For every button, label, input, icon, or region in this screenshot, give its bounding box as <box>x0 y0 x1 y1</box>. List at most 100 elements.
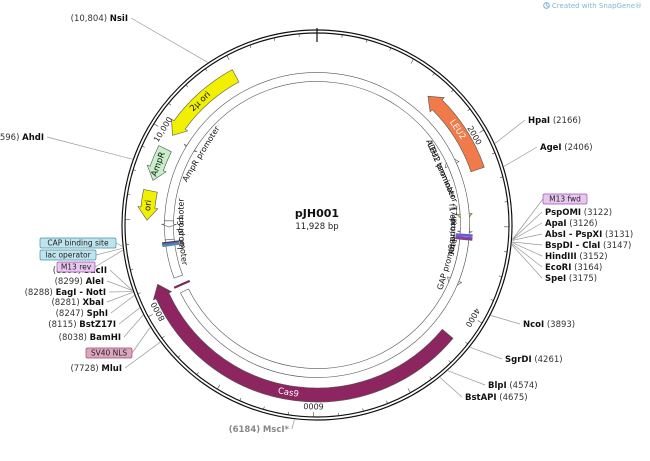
box-leader <box>512 198 544 240</box>
box-label: M13 rev <box>61 263 92 272</box>
site-xbai[interactable]: (8281) XbaI <box>51 291 134 308</box>
snapgene-watermark: Created with SnapGene® <box>543 2 642 10</box>
site-sphi[interactable]: (8247) SphI <box>56 295 135 319</box>
site-label: SpeI (3175) <box>545 274 597 284</box>
site-apai[interactable]: ApaI (3126) <box>512 219 598 241</box>
feature-arrow-adh1-terminator[interactable] <box>164 72 470 378</box>
site-bamhi[interactable]: (8038) BamHI <box>59 314 144 343</box>
site-alei[interactable]: (8299) AleI <box>55 277 133 291</box>
site-name: AgeI <box>540 143 562 153</box>
feature-arrow-leu2[interactable] <box>427 95 485 173</box>
site-leader <box>106 280 133 291</box>
site-name: MluI <box>101 364 122 374</box>
site-name: SacII <box>84 266 107 276</box>
box-leader <box>131 327 151 354</box>
site-label: EcoRI (3164) <box>545 263 602 273</box>
tick-label: 4000 <box>464 306 482 328</box>
box-frame <box>39 249 97 261</box>
site-ecori[interactable]: EcoRI (3164) <box>511 243 602 273</box>
site-blpi[interactable]: BlpI (4574) <box>447 370 538 391</box>
site-label: (8299) AleI <box>55 277 104 287</box>
mcs-mark <box>455 235 473 240</box>
mcs-mark <box>162 242 180 248</box>
site-label: (8115) BstZ17I <box>48 320 116 330</box>
site-mlui[interactable]: (7728) MluI <box>70 342 161 374</box>
site-hpai[interactable]: HpaI (2166) <box>494 116 581 144</box>
site-position: (3893) <box>547 320 575 330</box>
site-name: SphI <box>87 309 108 319</box>
box-label: SV40 NLS <box>91 349 128 358</box>
site-ahdi[interactable]: (9596) AhdI <box>0 133 133 160</box>
plasmid-size: 11,928 bp <box>295 222 338 232</box>
site-label: (8038) BamHI <box>59 333 121 343</box>
box-m13-fwd[interactable]: M13 fwd <box>512 193 588 240</box>
site-label: HindIII (3152) <box>545 252 608 262</box>
box-frame <box>56 261 96 273</box>
site-name: BamHI <box>90 333 121 343</box>
site-ncoi[interactable]: NcoI (3893) <box>490 315 575 330</box>
site-eagi-noti[interactable]: (8288) EagI - NotI <box>25 288 133 298</box>
site-name: XbaI <box>82 298 104 308</box>
site-name: BstAPI <box>465 393 497 403</box>
site-label: (8281) XbaI <box>51 298 104 308</box>
site-leader <box>490 315 521 325</box>
site-bstz17i[interactable]: (8115) BstZ17I <box>48 307 140 330</box>
site-leader <box>512 211 543 240</box>
site-name: NcoI <box>523 320 544 330</box>
site-position: (8247) <box>56 309 84 319</box>
feature-arrow-ori[interactable] <box>137 189 159 221</box>
tick <box>407 388 411 393</box>
site-position: (2166) <box>553 116 581 126</box>
site-position: (3175) <box>569 274 597 284</box>
box-sv40-nls[interactable]: SV40 NLS <box>85 327 151 359</box>
feature-label-cas9: Cas9 <box>277 386 299 399</box>
site-name: AbsI - PspXI <box>545 230 602 240</box>
feature-label-lac-promoter: lac promoter <box>176 198 185 250</box>
site-leader <box>110 295 135 314</box>
site-position: (3164) <box>574 263 602 273</box>
site-position: (8281) <box>51 298 79 308</box>
feature-arrow-cas9[interactable] <box>152 283 454 403</box>
feature-cas9[interactable]: Cas9 <box>152 283 454 403</box>
box-lac-operator[interactable]: lac operator <box>39 247 123 261</box>
site-leader <box>494 119 526 144</box>
site-label: BspDI - ClaI (3147) <box>545 241 631 251</box>
site-name: BlpI <box>488 381 507 391</box>
site-name: ApaI <box>545 219 567 229</box>
site-spei[interactable]: SpeI (3175) <box>511 244 597 284</box>
box-cap-binding-site[interactable]: CAP binding site <box>39 237 123 249</box>
site-position: (4261) <box>534 355 562 365</box>
site-nsii[interactable]: (10,804) NsiI <box>71 14 208 63</box>
feature-lac-promoter[interactable]: lac promoter <box>161 198 186 250</box>
feature-arrow-2u-ori[interactable] <box>171 69 240 136</box>
feature-arrow-ampr[interactable] <box>146 145 172 181</box>
site-label: PspOMI (3122) <box>545 208 612 218</box>
site-bstapi[interactable]: BstAPI (4675) <box>439 377 528 403</box>
site-absi-pspxi[interactable]: AbsI - PspXI (3131) <box>512 230 633 241</box>
site-label: (9596) AhdI <box>0 133 44 143</box>
site-leader <box>447 370 486 386</box>
site-bspdi-clai[interactable]: BspDI - ClaI (3147) <box>512 241 631 251</box>
site-leader <box>124 342 161 369</box>
site-hindiii[interactable]: HindIII (3152) <box>512 242 608 262</box>
tick <box>477 320 483 324</box>
feature-ampr[interactable]: AmpR <box>146 145 172 181</box>
tick-label: 6000 <box>303 401 324 410</box>
site-msci[interactable]: (6184) MscI* <box>229 419 295 435</box>
site-position: (4574) <box>509 381 537 391</box>
feature-arrow-lac-promoter[interactable] <box>161 220 177 228</box>
site-leader <box>46 136 133 160</box>
site-pspomi[interactable]: PspOMI (3122) <box>512 208 612 240</box>
site-name: SpeI <box>545 274 566 284</box>
site-leader <box>512 222 543 241</box>
feature-label-ori: ori <box>143 199 154 211</box>
feature-ori[interactable]: ori <box>137 189 159 221</box>
tick <box>153 123 159 127</box>
site-position: (3122) <box>584 208 612 218</box>
tick <box>410 58 414 64</box>
site-sgrdi[interactable]: SgrDI (4261) <box>470 346 563 365</box>
site-agei[interactable]: AgeI (2406) <box>503 143 593 167</box>
box-m13-rev[interactable]: M13 rev <box>56 250 123 273</box>
site-label: BlpI (4574) <box>488 381 538 391</box>
site-label: (8288) EagI - NotI <box>25 288 106 298</box>
